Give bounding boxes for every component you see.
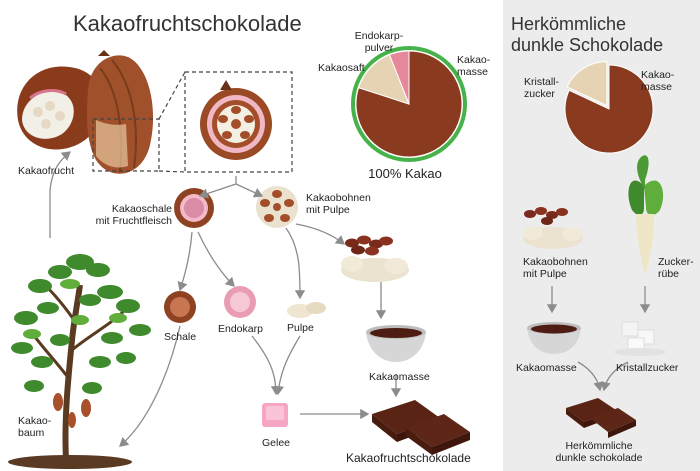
- pie1-label-kakaomasse: Kakao- masse: [457, 54, 491, 78]
- cocoa-shell-image: [174, 188, 214, 228]
- beans-pulp-image: [256, 186, 298, 228]
- endokarp-image: [224, 286, 256, 318]
- label-endokarp: Endokarp: [218, 323, 263, 335]
- r-label-kristallzucker: Kristallzucker: [616, 362, 679, 374]
- pie-chart-conventional: [564, 61, 654, 154]
- pulpe-image: [287, 302, 326, 318]
- label-kakaobohnen: Kakaobohnen mit Pulpe: [306, 192, 371, 216]
- label-pulpe: Pulpe: [287, 322, 314, 334]
- left-title: Kakaofruchtschokolade: [73, 11, 302, 36]
- pie1-label-endokarp: Endokarp- pulver: [354, 30, 404, 54]
- cocoa-mass-bowl-image: [366, 325, 426, 362]
- pie-slice-0: [564, 64, 654, 154]
- right-title: Herkömmliche dunkle Schokolade: [511, 14, 664, 55]
- r-beans-pulp-image: [523, 207, 583, 249]
- flow-arrows: [49, 151, 402, 447]
- pie2-label-kristallzucker: Kristall- zucker: [524, 76, 560, 100]
- r-label-kakaobohnen: Kakaobohnen mit Pulpe: [523, 256, 588, 280]
- pie-slice-1: [566, 61, 608, 107]
- r-label-zuckerruebe: Zucker- rübe: [658, 256, 694, 280]
- pie-chart-cocoa-fruit: [351, 46, 467, 162]
- right-flow-arrows: [546, 286, 651, 392]
- r-label-kakaomasse: Kakaomasse: [516, 362, 577, 374]
- r-label-final: Herkömmliche dunkle schokolade: [555, 440, 643, 464]
- gelee-image: [262, 403, 288, 427]
- dark-chocolate-image: [566, 398, 636, 438]
- label-schale: Schale: [164, 331, 197, 343]
- pie1-label-kakaosaft: Kakaosaft: [318, 62, 365, 74]
- label-kakaofrucht: Kakaofrucht: [18, 165, 75, 177]
- label-kakaoschale: Kakaoschale mit Fruchtfleisch: [95, 203, 172, 227]
- r-cocoa-mass-bowl-image: [527, 322, 581, 354]
- sugar-beet-image: [628, 155, 664, 276]
- label-kakaobaum: Kakao- baum: [18, 415, 52, 439]
- pie2-label-kakaomasse: Kakao- masse: [641, 69, 675, 93]
- pie-ring: [351, 46, 467, 162]
- beans-pile-image: [341, 235, 409, 282]
- sugar-cubes-image: [614, 321, 666, 356]
- schale-image: [164, 291, 196, 323]
- label-final-left: Kakaofruchtschokolade: [346, 451, 471, 465]
- label-kakaomasse: Kakaomasse: [369, 371, 430, 383]
- cocoa-tree-image: [8, 254, 151, 469]
- label-gelee: Gelee: [262, 437, 291, 449]
- cocoa-cross-section-image: [200, 80, 272, 160]
- cocoa-fruit-image: [17, 50, 154, 174]
- pie1-title: 100% Kakao: [368, 166, 442, 181]
- zoom-callout: [92, 71, 293, 173]
- fruit-chocolate-image: [372, 400, 470, 455]
- pie-slice-2: [388, 50, 410, 105]
